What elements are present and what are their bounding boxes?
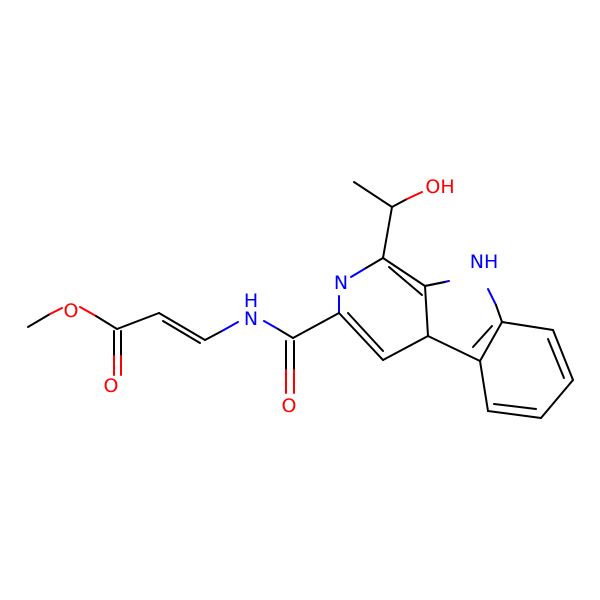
bond-c8-c7-inner bbox=[547, 338, 565, 379]
bond-c4b-c4a bbox=[427, 335, 481, 362]
bond-hydroxyethyl-oxygen bbox=[391, 198, 408, 208]
bond-c5-c4a bbox=[479, 360, 489, 412]
bond-ring-c1-hydroxyethyl bbox=[382, 206, 393, 259]
bond-ring-c4-c3-main bbox=[338, 312, 384, 361]
bond-amide-carbon-ring bbox=[292, 312, 340, 339]
bond-oxygen-carbonyl-carbon bbox=[95, 315, 118, 330]
bond-c4a-c8a-outer bbox=[479, 321, 503, 362]
bond-oxygen-carbonyl-carbon-red bbox=[79, 306, 97, 317]
bonds-group bbox=[27, 181, 574, 419]
bond-methyl-oxygen-red bbox=[49, 307, 63, 315]
bond-c8-c7-outer bbox=[552, 329, 574, 381]
bond-c6-c5-outer bbox=[487, 410, 542, 419]
atom-label-ester-oxygen: O bbox=[64, 300, 79, 322]
bond-vinyl-double-inner bbox=[162, 320, 201, 344]
bond-nh-c8a-blue bbox=[487, 288, 497, 306]
bond-c6-c5-inner bbox=[493, 403, 537, 410]
bond-nitrogen-amide-carbon bbox=[277, 328, 294, 339]
bond-c9a-nh bbox=[424, 281, 446, 287]
bond-c8a-c8 bbox=[501, 321, 554, 331]
bond-c4a-c8a-inner bbox=[472, 325, 493, 348]
bond-ring-c9a-c4b bbox=[424, 285, 429, 337]
atom-label-hydroxyl: OH bbox=[425, 176, 454, 198]
bond-ring-c1-c9a-main bbox=[382, 257, 426, 287]
atom-label-amide-hydrogen: H bbox=[244, 290, 258, 312]
bond-c7-c6 bbox=[540, 379, 574, 419]
bond-methyl-oxygen bbox=[27, 313, 51, 328]
bond-vinyl-nitrogen-blue bbox=[221, 321, 239, 332]
bond-nh-c8a bbox=[495, 304, 503, 323]
atom-label-amide-nitrogen: N bbox=[244, 308, 258, 330]
bond-ring-n2-c1 bbox=[365, 257, 384, 269]
bond-vinyl-nitrogen bbox=[204, 330, 223, 341]
atom-label-pyridine-nitrogen: N bbox=[334, 272, 348, 294]
bond-ring-c4b-c4 bbox=[382, 335, 429, 361]
bond-ring-n2-c1-blue bbox=[350, 267, 367, 278]
atom-label-amide-carbonyl-oxygen: O bbox=[282, 395, 297, 417]
atom-label-ester-carbonyl-oxygen: O bbox=[104, 375, 119, 397]
bond-hydroxyethyl-oxygen-red bbox=[406, 191, 423, 200]
bond-hydroxyethyl-methyl bbox=[353, 181, 393, 208]
atom-label-indole-nh: NH bbox=[470, 251, 499, 273]
bond-nitrogen-amide-carbon-blue bbox=[263, 320, 279, 330]
bond-vinyl-double-main bbox=[158, 312, 206, 341]
bond-ring-c1-c9a-inner bbox=[388, 266, 423, 296]
bond-carbonyl-vinyl bbox=[116, 312, 160, 330]
bond-ring-c4-c3-inner bbox=[347, 312, 384, 352]
